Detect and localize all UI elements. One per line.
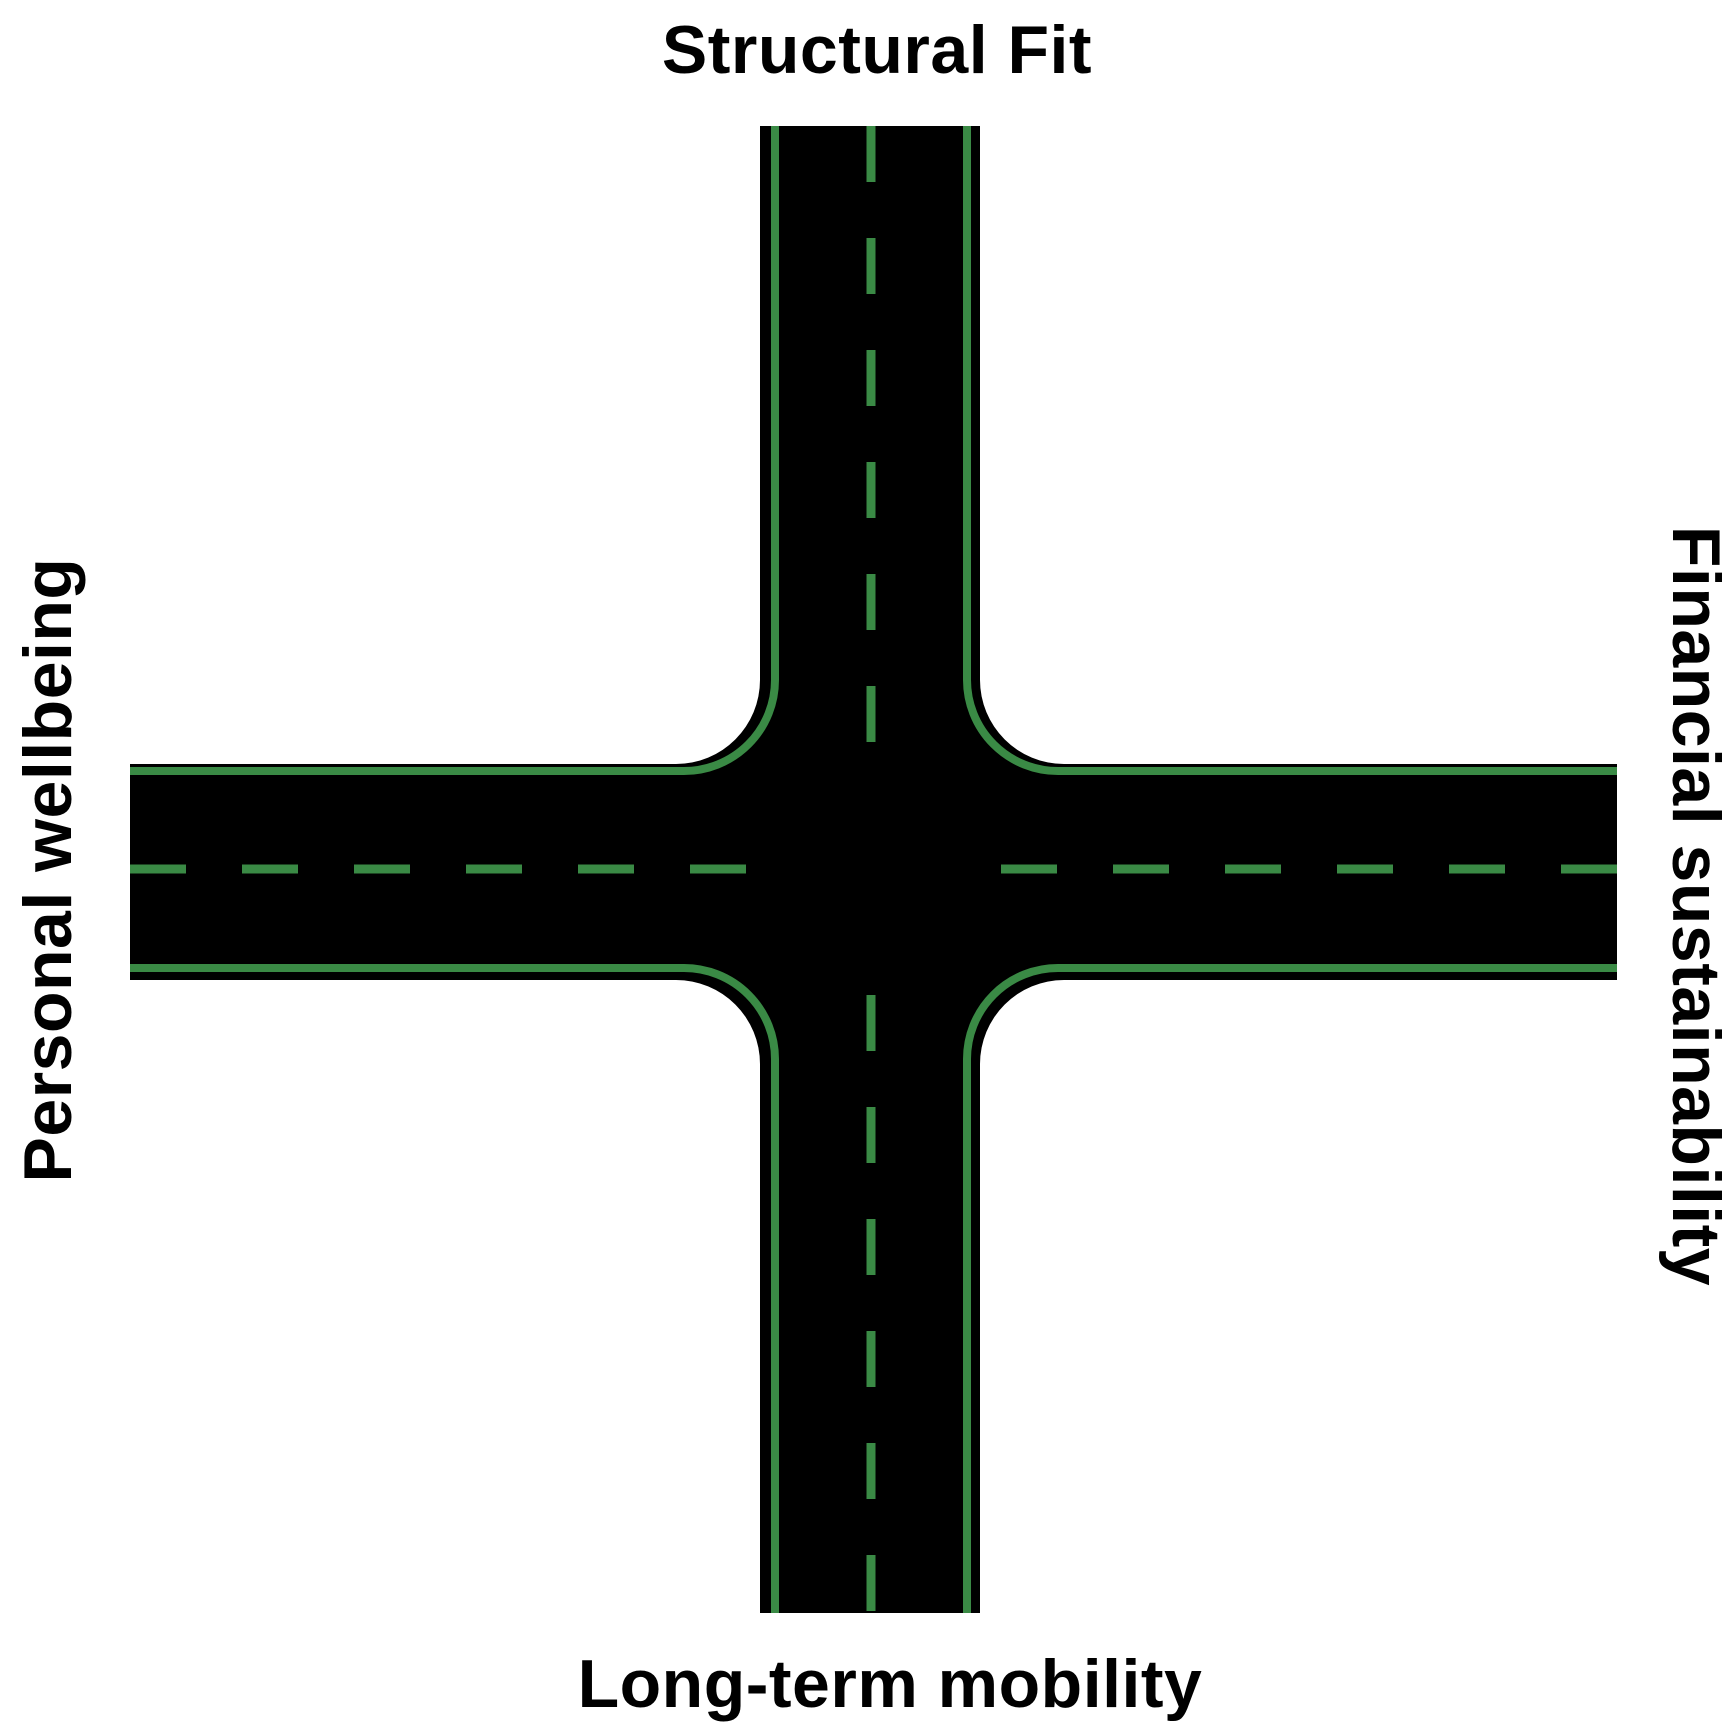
edge-line-top-left <box>130 126 779 775</box>
label-top: Structural Fit <box>661 12 1093 88</box>
edge-line-bottom-right <box>963 964 1617 1613</box>
edge-line-bottom-left <box>130 964 779 1613</box>
road-surface <box>130 126 1617 1613</box>
road-edge-lines <box>130 126 1617 1613</box>
edge-line-top-right <box>963 126 1617 775</box>
label-right: Financial sustainability <box>1658 525 1734 1287</box>
label-left: Personal wellbeing <box>10 557 86 1183</box>
label-bottom: Long-term mobility <box>577 1646 1203 1722</box>
